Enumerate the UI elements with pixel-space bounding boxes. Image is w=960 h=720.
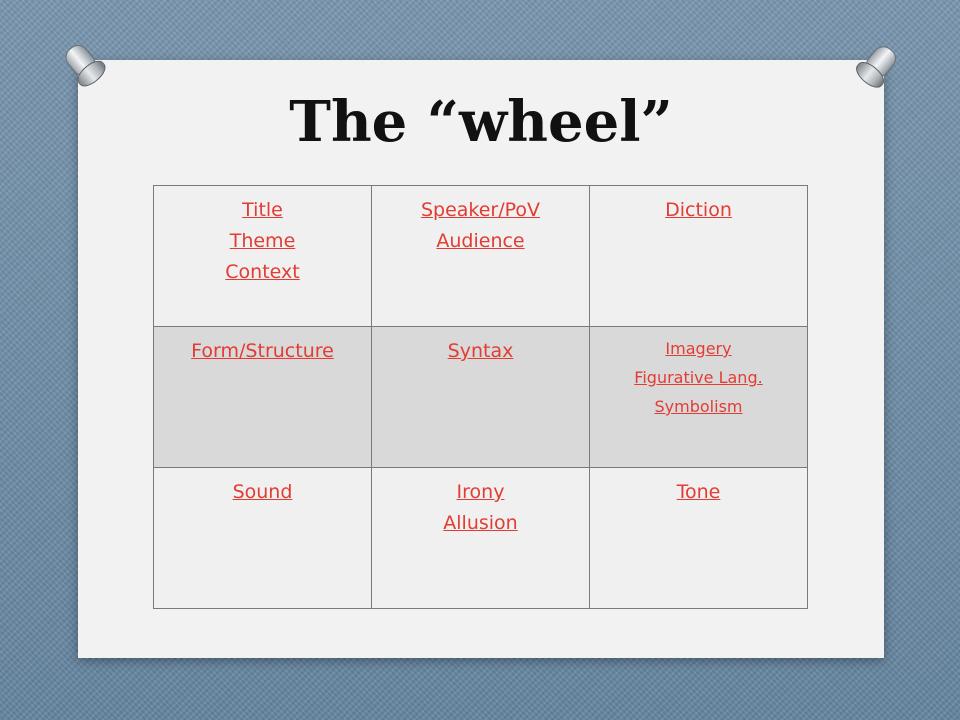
link-sound[interactable]: Sound	[232, 481, 293, 503]
grid-cell: Form/Structure	[153, 326, 372, 468]
link-figurative-lang[interactable]: Figurative Lang.	[634, 368, 763, 387]
grid-cell: Diction	[589, 185, 808, 327]
cell-links: Imagery Figurative Lang. Symbolism	[590, 327, 807, 421]
slide-title: The “wheel”	[289, 89, 673, 155]
cell-links: Speaker/PoV Audience	[372, 186, 589, 257]
link-theme[interactable]: Theme	[229, 230, 296, 252]
link-irony[interactable]: Irony	[456, 481, 505, 503]
grid-cell: Speaker/PoV Audience	[371, 185, 590, 327]
cell-links: Diction	[590, 186, 807, 226]
link-tone[interactable]: Tone	[676, 481, 721, 503]
cell-links: Syntax	[372, 327, 589, 367]
grid-cell: Imagery Figurative Lang. Symbolism	[589, 326, 808, 468]
grid-cell: Syntax	[371, 326, 590, 468]
link-title[interactable]: Title	[242, 199, 283, 221]
cell-links: Tone	[590, 468, 807, 508]
link-syntax[interactable]: Syntax	[447, 340, 514, 362]
link-symbolism[interactable]: Symbolism	[654, 397, 743, 416]
link-audience[interactable]: Audience	[436, 230, 525, 252]
grid-cell: Title Theme Context	[153, 185, 372, 327]
wheel-grid: Title Theme Context Speaker/PoV Audience…	[153, 185, 808, 609]
link-diction[interactable]: Diction	[665, 199, 732, 221]
grid-row: Title Theme Context Speaker/PoV Audience…	[153, 185, 808, 327]
grid-cell: Sound	[153, 467, 372, 609]
link-form-structure[interactable]: Form/Structure	[191, 340, 334, 362]
link-speaker-pov[interactable]: Speaker/PoV	[420, 199, 541, 221]
cell-links: Title Theme Context	[154, 186, 371, 288]
cell-links: Sound	[154, 468, 371, 508]
link-context[interactable]: Context	[225, 261, 300, 283]
cell-links: Irony Allusion	[372, 468, 589, 539]
cell-links: Form/Structure	[154, 327, 371, 367]
link-allusion[interactable]: Allusion	[443, 512, 518, 534]
grid-row: Form/Structure Syntax Imagery Figurative…	[153, 326, 808, 468]
grid-cell: Tone	[589, 467, 808, 609]
grid-cell: Irony Allusion	[371, 467, 590, 609]
link-imagery[interactable]: Imagery	[665, 339, 732, 358]
grid-row: Sound Irony Allusion Tone	[153, 467, 808, 609]
